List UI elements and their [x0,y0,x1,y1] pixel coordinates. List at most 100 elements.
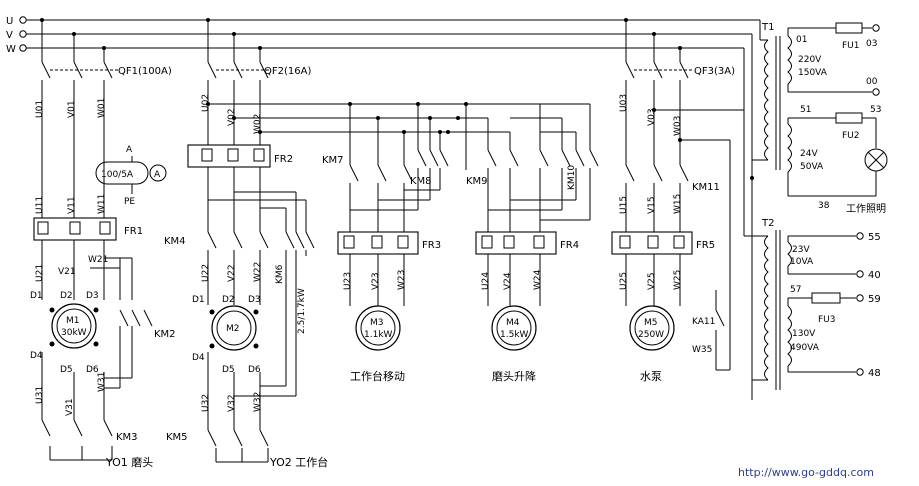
phase-v-label: V [6,30,13,41]
fr2-label: FR2 [274,154,293,165]
u31-label: U31 [35,386,45,404]
km6-label: KM6 [275,264,285,284]
m3-branch: KM7 KM8 FR3 U23 V23 W23 M3 1.1kW 工作台移动 [322,102,449,383]
u03-label: U03 [619,94,629,112]
km7-label: KM7 [322,155,344,166]
w21-label: W21 [88,255,108,265]
km8-label: KM8 [410,176,432,187]
fu3-label: FU3 [818,315,836,325]
w25-label: W25 [673,270,683,290]
t2-out1-volt: 23V [792,245,810,255]
m1-power: 30kW [61,328,87,338]
ammeter-symbol [149,164,167,182]
v22-label: V22 [227,264,237,282]
m1-d3: D3 [86,291,99,301]
m2-power: 2.5/1.7kW [297,288,307,334]
transformer-t1: T1 01 FU1 03 220V 150VA 00 51 [752,22,888,215]
v15-label: V15 [647,196,657,214]
fu2-label: FU2 [842,131,860,141]
watermark: http://www.go-gddq.com [738,466,874,479]
m2-d5: D5 [222,365,235,375]
t1-out2-end: 53 [870,105,881,115]
m1-d2: D2 [60,291,73,301]
t1-out2-start: 51 [800,105,811,115]
m4-power: 1.5kW [500,330,529,340]
m1-d5: D5 [60,365,73,375]
qf3-label: QF3(3A) [694,66,735,77]
u25-label: U25 [619,272,629,290]
km11-label: KM11 [692,182,720,193]
u23-label: U23 [343,272,353,290]
t2-label: T2 [761,218,774,229]
ammeter-a-label: A [126,145,133,155]
w35-label: W35 [692,345,712,355]
t2-out2-return: 48 [868,368,881,379]
v01-label: V01 [67,100,77,118]
m3-power: 1.1kW [364,330,393,340]
phase-u-label: U [6,16,13,27]
m2-branch: QF2(16A) U02 V02 W02 FR2 KM4 U22 V22 W22… [164,18,466,469]
m5-power: 250W [638,330,664,340]
km10-label: KM10 [567,165,577,190]
v03-label: V03 [647,108,657,126]
m5-motor [629,305,675,351]
w02-label: W02 [253,114,263,134]
m1-caption: YO1 磨头 [105,456,153,469]
u11-label: U11 [35,196,45,214]
ammeter-symbol-text: A [154,170,161,180]
t1-out1-volt: 220V [798,55,822,65]
v25-label: V25 [647,272,657,290]
fr4-label: FR4 [560,240,579,251]
u21-label: U21 [35,264,45,282]
u02-label: U02 [201,94,211,112]
qf1-label: QF1(100A) [118,66,172,77]
fr3-label: FR3 [422,240,441,251]
u15-label: U15 [619,196,629,214]
km2-label: KM2 [154,329,176,340]
w24-label: W24 [533,269,543,290]
t1-out1-va: 150VA [798,68,828,78]
t1-out1-return: 00 [866,77,878,87]
u22-label: U22 [201,264,211,282]
t2-out2-va: 490VA [790,343,820,353]
u01-label: U01 [35,100,45,118]
m3-motor [355,305,401,351]
m1-motor [51,303,97,349]
transformer-t2: T2 55 40 23V 10VA 57 FU3 59 130V 490VA 4 [743,178,881,390]
km5-label: KM5 [166,432,188,443]
m2-d1: D1 [192,295,205,305]
m4-motor [491,305,537,351]
fu1-label: FU1 [842,41,860,51]
v31-label: V31 [65,398,75,416]
v23-label: V23 [371,272,381,290]
pe-label: PE [124,197,135,207]
m2-caption: YO2 工作台 [269,455,328,469]
t2-out1-va: 10VA [790,257,814,267]
m2-motor [211,305,257,351]
t2-out2-start: 57 [790,285,801,295]
ka11-label: KA11 [692,317,715,327]
t1-out2-va: 50VA [800,162,824,172]
m4-caption: 磨头升降 [492,369,536,383]
main-bus: U V W [6,16,761,400]
u24-label: U24 [481,272,491,290]
w32-label: W32 [253,392,263,412]
m5-caption: 水泵 [640,370,662,383]
m2-d4: D4 [192,353,205,363]
fr1-label: FR1 [124,226,143,237]
t1-out2-volt: 24V [800,149,818,159]
w31-label: W31 [97,372,107,392]
v24-label: V24 [503,272,513,290]
m2-name: M2 [226,324,240,334]
m2-d2: D2 [222,295,235,305]
t1-out2-return: 38 [818,201,830,211]
m4-name: M4 [506,318,520,328]
fr5-label: FR5 [696,240,715,251]
m5-branch: QF3(3A) U03 V03 W03 KM11 U15 V15 W15 FR5… [611,18,745,383]
m1-d1: D1 [30,291,43,301]
phase-w-label: W [6,44,16,55]
m1-d6: D6 [86,365,99,375]
t2-out1-start: 55 [868,232,881,243]
w11-label: W11 [97,194,107,214]
